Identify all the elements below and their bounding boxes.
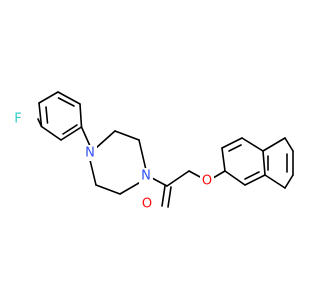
bond: [95, 184, 121, 195]
bond: [38, 102, 43, 128]
bond: [79, 103, 83, 128]
atom-label-background: [139, 168, 153, 184]
atom-nitrogen-aryl: N: [83, 145, 97, 161]
bond: [221, 147, 226, 172]
atom-symbol-n-aryl: N: [85, 146, 95, 161]
atom-oxygen-carbonyl: O: [140, 196, 154, 212]
bond: [45, 106, 49, 124]
atom-symbol-n-amide: N: [141, 169, 151, 184]
atom-oxygen-ether: O: [200, 173, 214, 189]
bonds: [37, 91, 294, 208]
atom-labels: F N N O O: [11, 111, 214, 212]
bond: [57, 91, 81, 105]
atom-label-background: [83, 145, 97, 161]
bond: [228, 144, 242, 152]
bond: [151, 177, 168, 187]
bond: [80, 126, 91, 147]
bond: [241, 137, 264, 152]
bond: [212, 170, 226, 179]
atom-fluorine: F: [11, 111, 25, 127]
atom-nitrogen-amide: N: [139, 168, 153, 184]
bond: [161, 185, 166, 207]
bond: [38, 91, 59, 104]
bond: [224, 170, 246, 186]
bond: [221, 137, 243, 149]
bond: [262, 137, 286, 152]
atom-symbol-f: F: [14, 112, 21, 127]
atom-label-background: [11, 111, 25, 127]
bond: [244, 174, 266, 186]
bond: [95, 130, 116, 149]
atom-label-background: [140, 196, 154, 212]
bond: [244, 171, 260, 180]
bond: [284, 174, 294, 189]
bond: [262, 150, 266, 176]
bond: [57, 97, 75, 107]
atom-symbol-o-ether: O: [202, 174, 212, 189]
bond: [188, 170, 203, 179]
bond: [114, 130, 140, 141]
bond: [60, 126, 83, 141]
bond: [62, 124, 78, 135]
molecule-structure-diagram: F N N O O: [11, 91, 294, 212]
bond: [138, 139, 147, 171]
bond: [284, 137, 294, 152]
bond: [166, 170, 190, 187]
bond: [40, 125, 62, 141]
atom-symbol-o-carbonyl: O: [142, 197, 152, 212]
bond: [89, 159, 97, 186]
bond: [264, 174, 286, 189]
atom-label-background: [200, 173, 214, 189]
bond: [167, 186, 172, 208]
